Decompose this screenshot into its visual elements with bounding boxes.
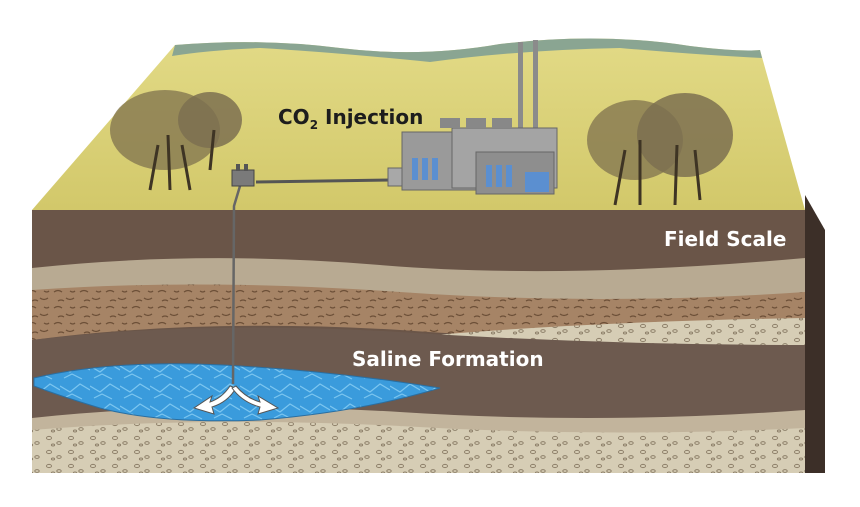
saline-formation-label: Saline Formation [352, 347, 544, 371]
gravel-layer-lower [32, 421, 805, 473]
injection-well [231, 185, 242, 385]
co2-injection-label: CO2 Injection [278, 105, 423, 132]
block-side-shadow [805, 195, 825, 473]
flow-arrow-icon [192, 385, 280, 415]
light-rock-layer [32, 258, 805, 306]
injection-wellhead-icon [231, 164, 255, 187]
far-hills [172, 38, 762, 62]
surface-pipeline [255, 178, 393, 184]
field-scale-label: Field Scale [664, 227, 786, 251]
tree-icon [587, 93, 733, 206]
tree-icon [110, 90, 242, 191]
power-plant-icon [387, 40, 558, 195]
